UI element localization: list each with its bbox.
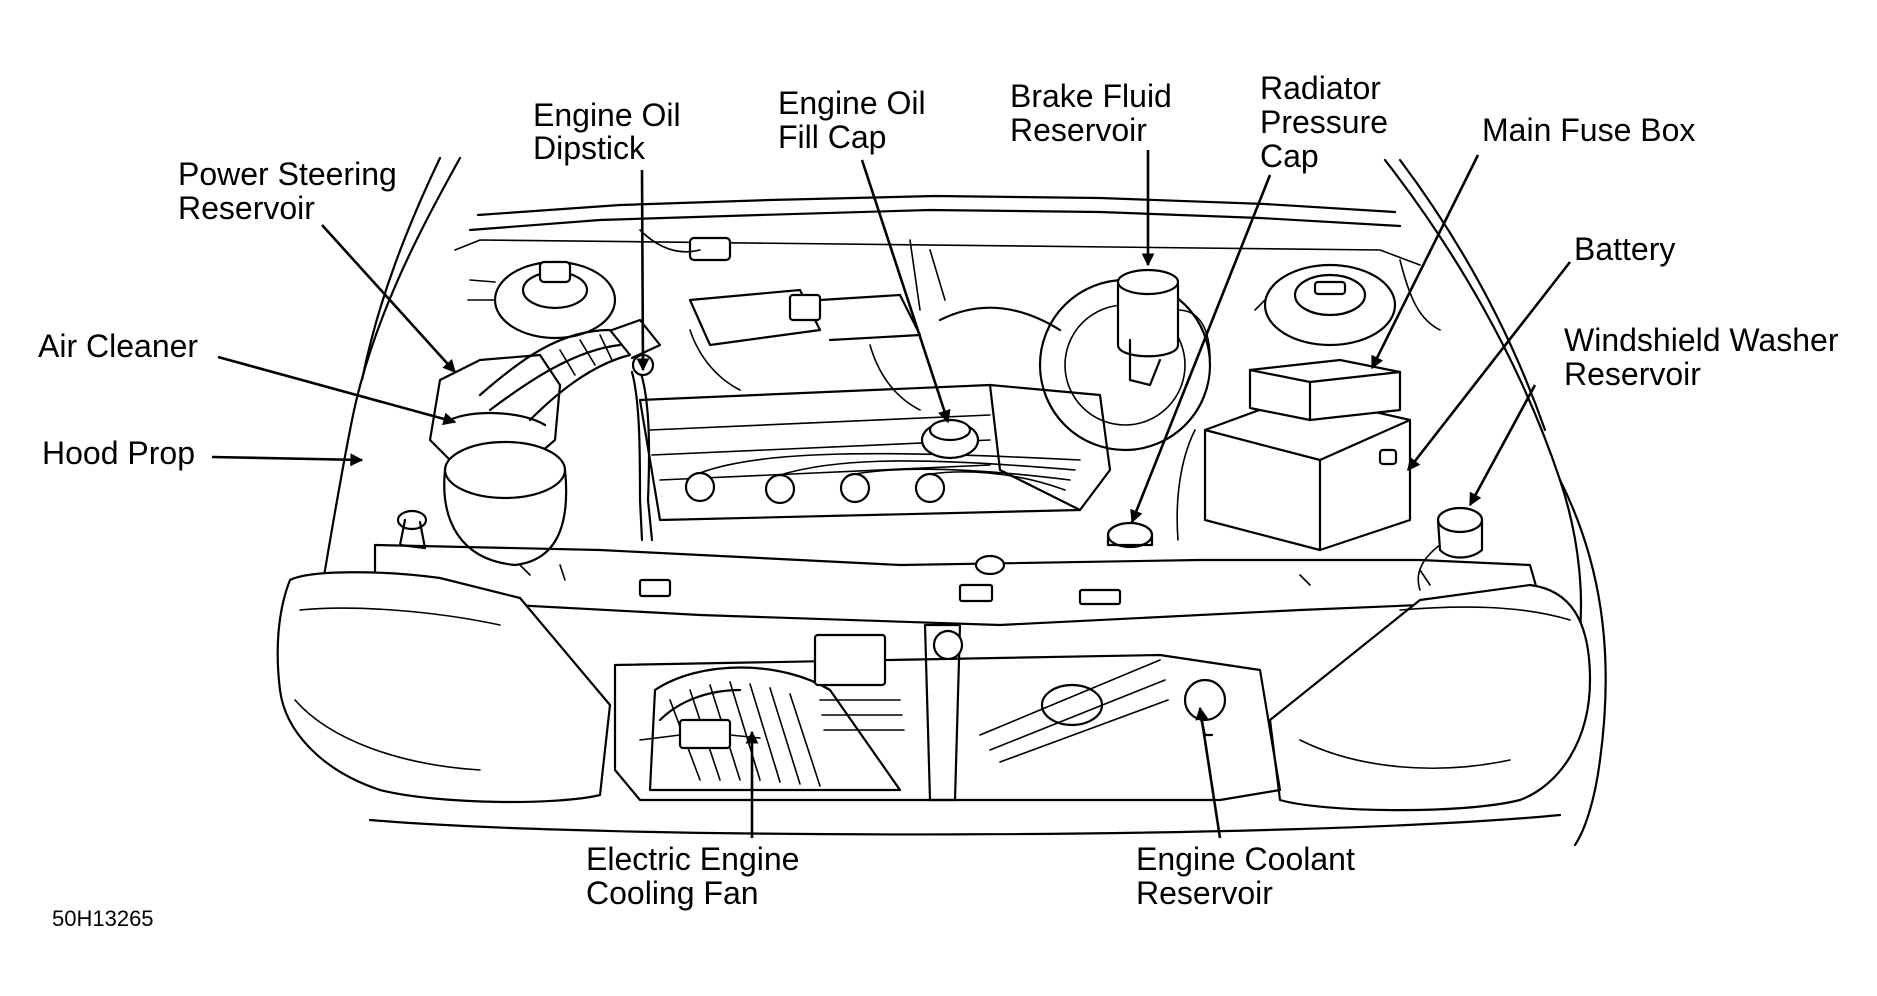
leader-engine-oil-dipstick	[636, 169, 650, 372]
leader-engine-coolant-reservoir	[1195, 706, 1222, 839]
leader-power-steering-reservoir	[321, 224, 456, 373]
label-air-cleaner: Air Cleaner	[38, 328, 198, 364]
label-engine-oil-dipstick: Engine Oil Dipstick	[533, 97, 690, 166]
leader-main-fuse-box	[1370, 154, 1480, 370]
label-main-fuse-box: Main Fuse Box	[1482, 112, 1695, 148]
label-electric-engine-cooling-fan: Electric Engine Cooling Fan	[586, 841, 808, 911]
figure-code: 50H13265	[52, 906, 154, 931]
label-brake-fluid-reservoir: Brake Fluid Reservoir	[1010, 78, 1181, 148]
label-hood-prop: Hood Prop	[42, 435, 195, 471]
leader-lines	[211, 150, 1572, 839]
leader-air-cleaner	[217, 355, 457, 426]
label-engine-oil-fill-cap: Engine Oil Fill Cap	[778, 85, 935, 155]
label-battery: Battery	[1574, 231, 1675, 267]
leader-hood-prop	[211, 453, 364, 467]
engine-bay-drawing	[276, 156, 1607, 847]
leader-engine-oil-fill-cap	[860, 159, 951, 424]
label-power-steering-reservoir: Power Steering Reservoir	[178, 156, 406, 226]
label-engine-coolant-reservoir: Engine Coolant Reservoir	[1136, 841, 1364, 911]
leader-windshield-washer-reservoir	[1468, 384, 1537, 507]
leader-battery	[1406, 261, 1572, 472]
leader-radiator-pressure-cap	[1130, 174, 1272, 524]
label-radiator-pressure-cap: Radiator Pressure Cap	[1260, 70, 1397, 174]
label-windshield-washer-reservoir: Windshield Washer Reservoir	[1564, 322, 1847, 392]
